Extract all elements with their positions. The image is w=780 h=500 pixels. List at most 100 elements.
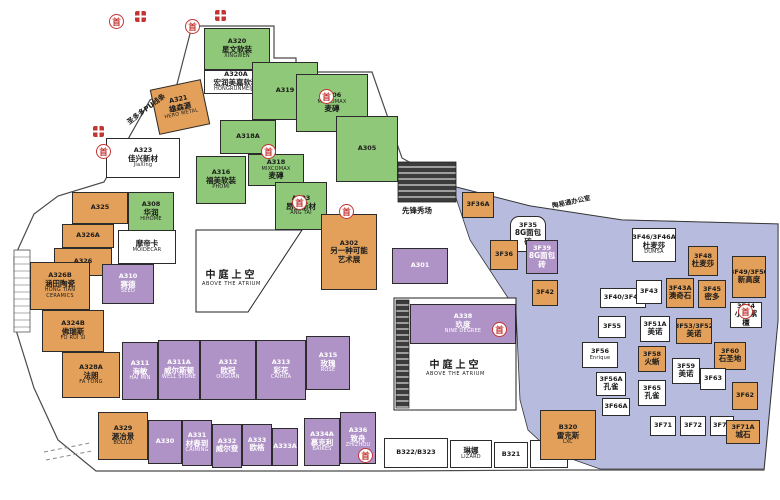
label-text: 中庭上空 <box>205 270 258 281</box>
block-label: PHOMI <box>212 184 230 191</box>
map-block-3f66a[interactable]: 3F66A <box>602 398 630 416</box>
block-id: 3F71A <box>731 422 755 431</box>
block-id: A301 <box>410 261 430 270</box>
block-id: 3F73 <box>712 421 731 430</box>
block-label: 佳兴新材 <box>128 153 158 163</box>
map-block-3f62[interactable]: 3F62 <box>732 382 758 410</box>
block-id: 3F46/3F46A <box>632 233 676 242</box>
block-label: ANG TAI <box>290 210 312 217</box>
map-block-a330[interactable]: A330 <box>148 420 182 464</box>
map-block-3f49-3f50[interactable]: 3F49/3F50新高度 <box>732 256 766 298</box>
block-id: 3F53/3F52 <box>676 321 712 330</box>
map-block-3f36a[interactable]: 3F36A <box>462 192 494 218</box>
map-block-3f43[interactable]: 3F43 <box>636 280 662 304</box>
block-label: 孔雀 <box>603 382 619 392</box>
block-id: 3F39 <box>532 243 551 252</box>
map-block-a305[interactable]: A305 <box>336 116 398 182</box>
block-label: CAIMING <box>185 447 209 454</box>
block-id: A316 <box>211 168 231 177</box>
badge-character: 首 <box>495 325 504 336</box>
block-label: 美诺 <box>647 327 663 337</box>
map-block-a326a[interactable]: A326A <box>62 224 114 248</box>
block-label: BOLILO <box>113 440 133 447</box>
block-id: 3F43 <box>639 287 658 296</box>
block-id: 3F65 <box>642 383 661 392</box>
block-id: A326A <box>76 231 100 240</box>
map-block-3f55[interactable]: 3F55 <box>598 316 626 338</box>
block-id: 3F36A <box>466 200 490 209</box>
block-id: A336 <box>348 426 368 435</box>
map-block-b322-b323[interactable]: B322/B323 <box>384 438 448 468</box>
block-label: 欧冠 <box>220 365 236 375</box>
badge-character: 首 <box>322 92 331 103</box>
map-block-b321[interactable]: B321 <box>494 442 528 468</box>
first-store-badge: 首 <box>185 19 200 34</box>
map-block-3f71[interactable]: 3F71 <box>650 416 676 436</box>
block-label: 慕克利 <box>310 437 334 447</box>
badge-character: 首 <box>361 451 370 462</box>
block-label: 涵田陶瓷 <box>45 278 75 288</box>
atrium-stage-strip <box>395 299 410 409</box>
block-label: 佛瑞斯 <box>61 326 85 336</box>
block-id: A326B <box>48 271 72 280</box>
block-label: LIZARD <box>461 454 481 461</box>
block-label: 玖度 <box>455 319 471 329</box>
first-store-badge: 首 <box>738 304 753 319</box>
map-block-3f42[interactable]: 3F42 <box>532 280 558 306</box>
block-label: 玫瑰 <box>320 358 336 368</box>
map-block-a333a[interactable]: A333A <box>272 428 298 466</box>
block-id: A324B <box>61 319 85 328</box>
first-store-badge: 首 <box>358 448 373 463</box>
block-label: XINGWEN <box>224 53 250 60</box>
badge-character: 首 <box>342 207 351 218</box>
map-block-a301[interactable]: A301 <box>392 248 448 284</box>
map-block-a325[interactable]: A325 <box>72 192 128 224</box>
map-block-3f36[interactable]: 3F36 <box>490 240 518 270</box>
block-label: 美诺 <box>686 329 702 339</box>
badge-character: 首 <box>264 147 273 158</box>
block-id: A311 <box>130 359 150 368</box>
label-subtext: ABOVE THE ATRIUM <box>426 371 485 377</box>
map-block-3f72[interactable]: 3F72 <box>680 416 706 436</box>
block-id: A326 <box>74 257 93 265</box>
block-label: 另一种可能 <box>330 246 368 256</box>
map-block-3f63[interactable]: 3F63 <box>700 368 726 390</box>
block-id: 3F36 <box>494 250 513 259</box>
